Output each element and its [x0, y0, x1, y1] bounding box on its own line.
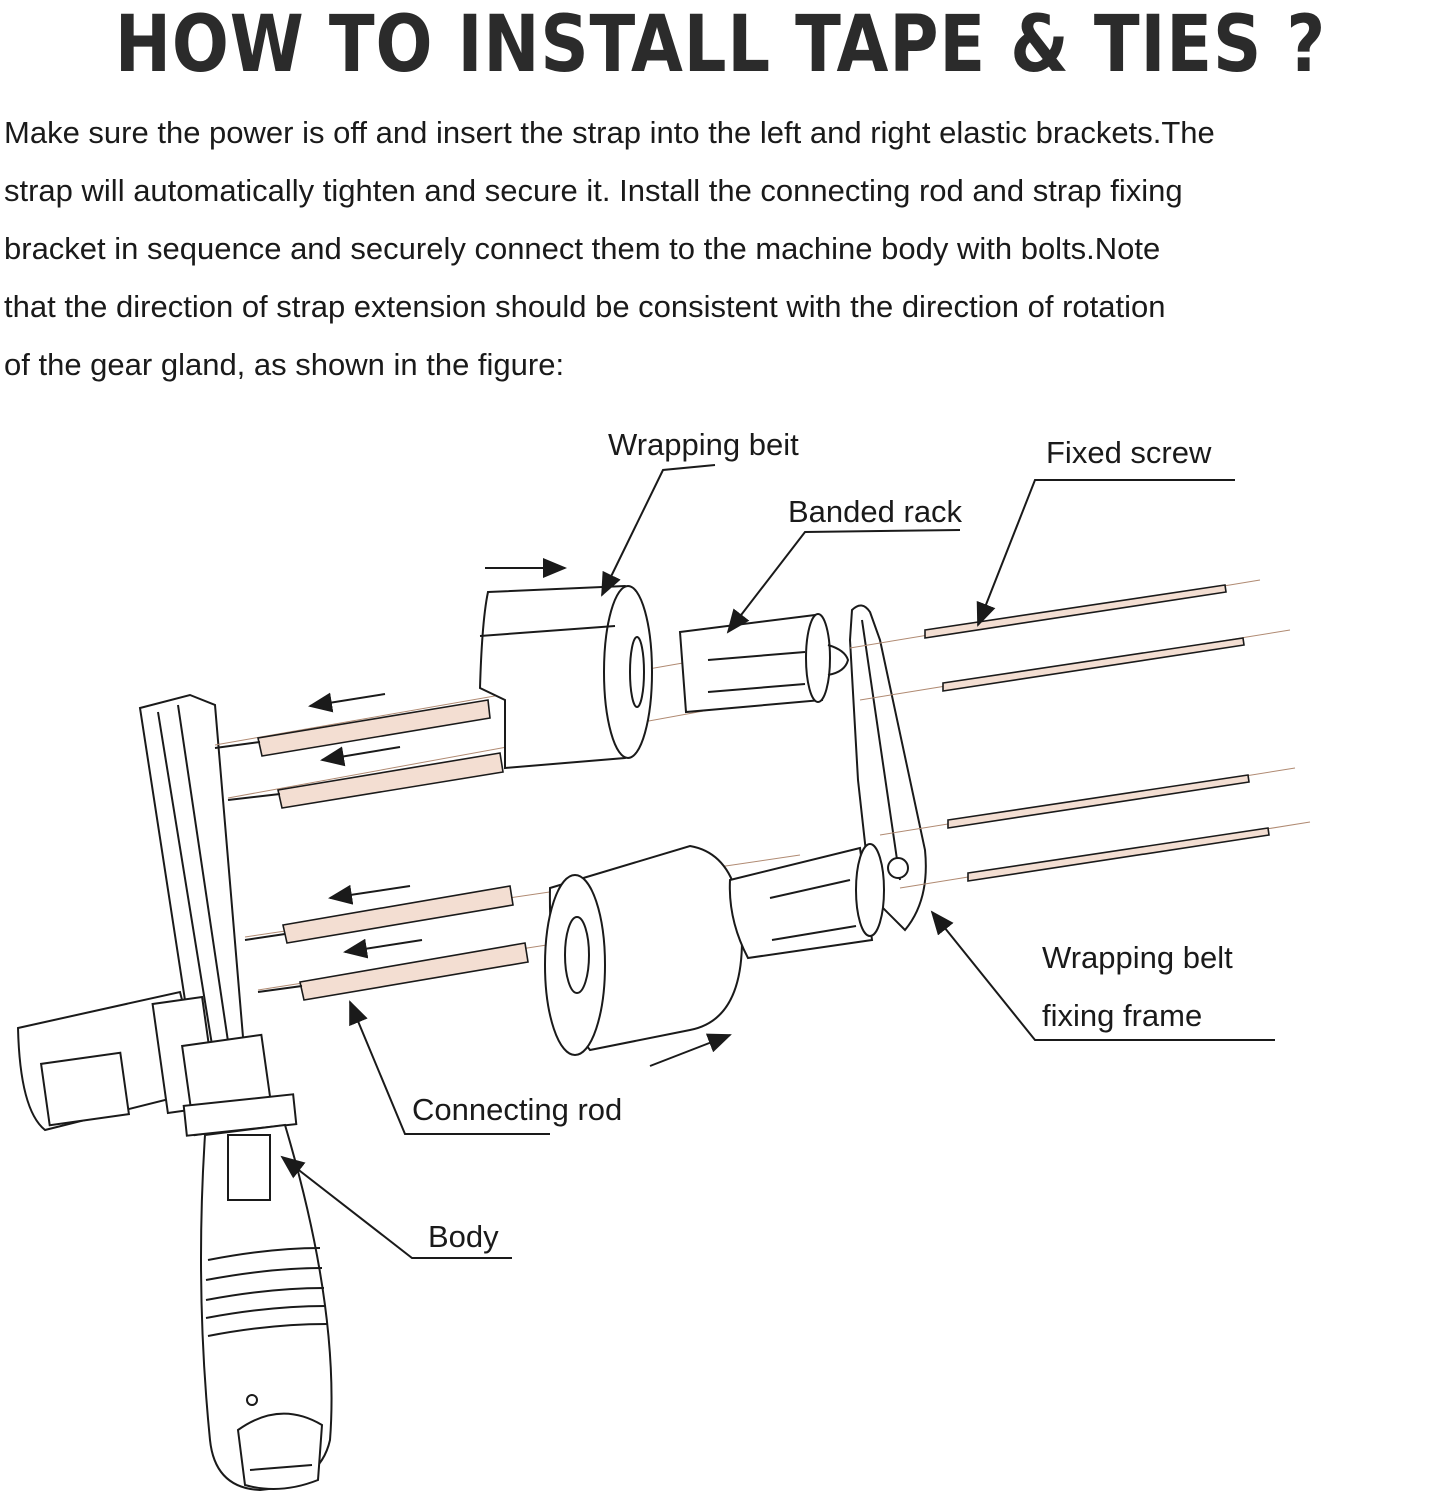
direction-arrows	[308, 558, 732, 1067]
instructions-line: of the gear gland, as shown in the figur…	[4, 347, 565, 382]
label-body-text: Body	[428, 1219, 499, 1254]
instructions-paragraph: Make sure the power is off and insert th…	[4, 104, 1440, 394]
fixed-screws	[849, 579, 1311, 889]
lower-connecting-rods	[244, 854, 801, 1001]
label-fixed-screw: Fixed screw	[976, 435, 1235, 627]
label-fixing-frame-text: fixing frame	[1042, 998, 1202, 1033]
label-banded-rack: Banded rack	[726, 494, 963, 634]
label-wrapping-belt-fixing-frame: Wrapping belt fixing frame	[930, 910, 1275, 1041]
label-fixed-screw-text: Fixed screw	[1046, 435, 1212, 470]
installation-diagram: Wrapping beit Fixed screw Banded rack Wr…	[16, 427, 1311, 1492]
instructions-line: Make sure the power is off and insert th…	[4, 115, 1215, 150]
upper-connecting-rods	[214, 659, 721, 809]
label-wrapping-belt-text: Wrapping belt	[1042, 940, 1233, 975]
label-wrapping-beit: Wrapping beit	[601, 427, 799, 597]
instructions-line: bracket in sequence and securely connect…	[4, 231, 1161, 266]
lower-tape-roll	[544, 844, 744, 1056]
instructions-line: that the direction of strap extension sh…	[4, 289, 1166, 324]
instructions-line: strap will automatically tighten and sec…	[4, 173, 1183, 208]
lower-banded-rack	[728, 843, 885, 960]
label-connecting-rod: Connecting rod	[349, 1000, 622, 1135]
banded-rack	[678, 613, 850, 714]
page-title: HOW TO INSTALL TAPE & TIES ?	[114, 0, 1327, 90]
label-wrapping-beit-text: Wrapping beit	[608, 427, 799, 462]
upper-tape-roll	[478, 584, 653, 770]
label-connecting-rod-text: Connecting rod	[412, 1092, 622, 1127]
label-body: Body	[280, 1155, 512, 1259]
label-banded-rack-text: Banded rack	[788, 494, 963, 529]
tool-body	[16, 693, 333, 1492]
